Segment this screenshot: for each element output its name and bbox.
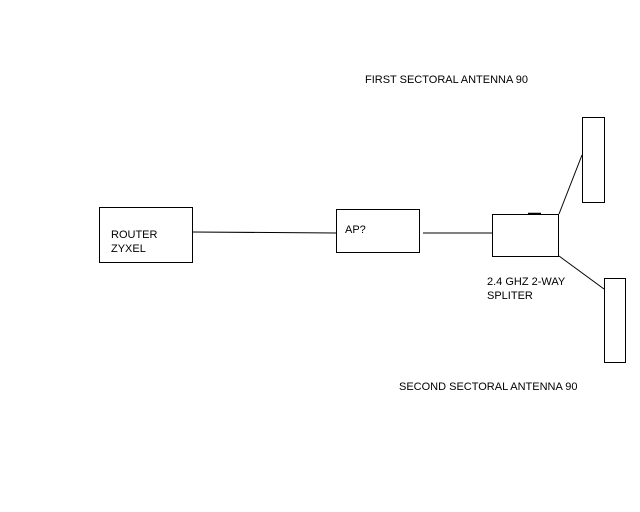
splitter-label-line1: 2.4 GHZ 2-WAY	[487, 276, 566, 288]
first-antenna-label: FIRST SECTORAL ANTENNA 90	[365, 74, 529, 86]
second-antenna-label: SECOND SECTORAL ANTENNA 90	[399, 381, 578, 393]
router-ap-link	[191, 231, 337, 234]
second-antenna-box	[604, 278, 626, 363]
splitter-second-antenna-link	[558, 255, 605, 290]
splitter-first-antenna-link	[558, 154, 583, 215]
router-label-line2: ZYXEL	[111, 243, 146, 255]
splitter-box	[492, 214, 559, 257]
splitter-label-line2: SPLITER	[487, 290, 533, 302]
ap-box	[336, 209, 420, 253]
ap-label: AP?	[345, 224, 366, 236]
router-box	[99, 207, 193, 263]
router-label-line1: ROUTER	[111, 229, 158, 241]
first-antenna-box	[582, 117, 605, 203]
